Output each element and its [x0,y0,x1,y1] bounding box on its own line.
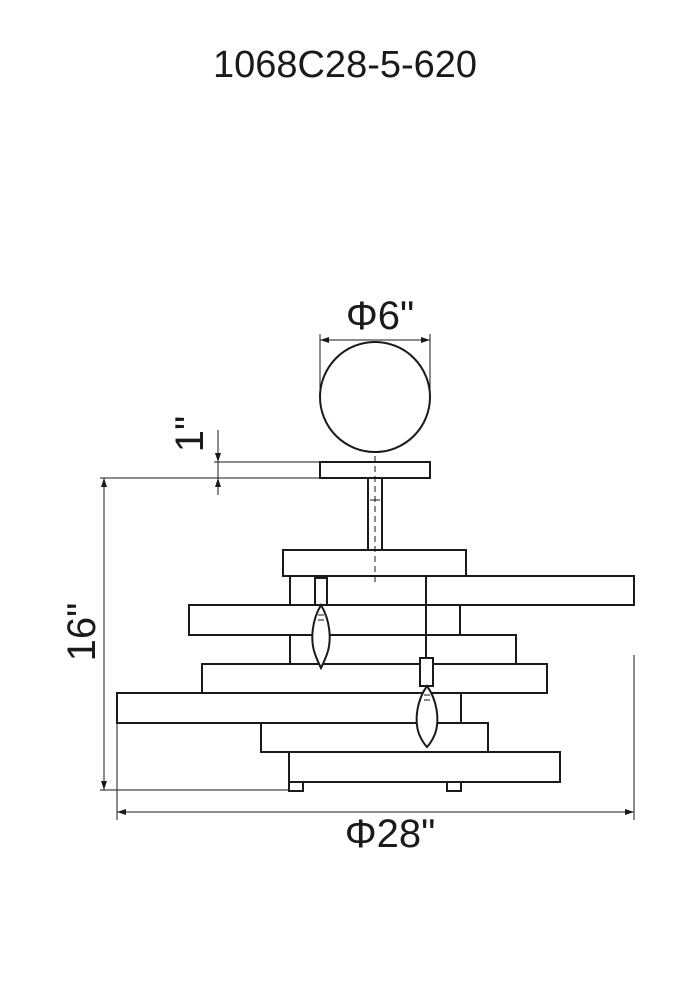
bulb-left [311,603,331,671]
foot-left [288,781,304,792]
top-plate [282,549,467,577]
socket-right [419,657,434,687]
socket-left [314,577,328,606]
canopy-diameter-label: Φ6" [345,294,415,338]
canopy-thickness-label: 1" [168,415,212,453]
disc-5 [116,692,462,724]
disc-4 [201,663,548,694]
canopy-ball [319,341,431,453]
height-label: 16" [60,602,104,662]
foot-right [446,781,462,792]
disc-6 [260,722,489,753]
model-number: 1068C28-5-620 [212,44,478,86]
bulb-right [415,684,439,749]
disc-7 [288,751,561,783]
disc-1 [289,575,635,606]
fixture-diameter-label: Φ28" [344,812,436,856]
